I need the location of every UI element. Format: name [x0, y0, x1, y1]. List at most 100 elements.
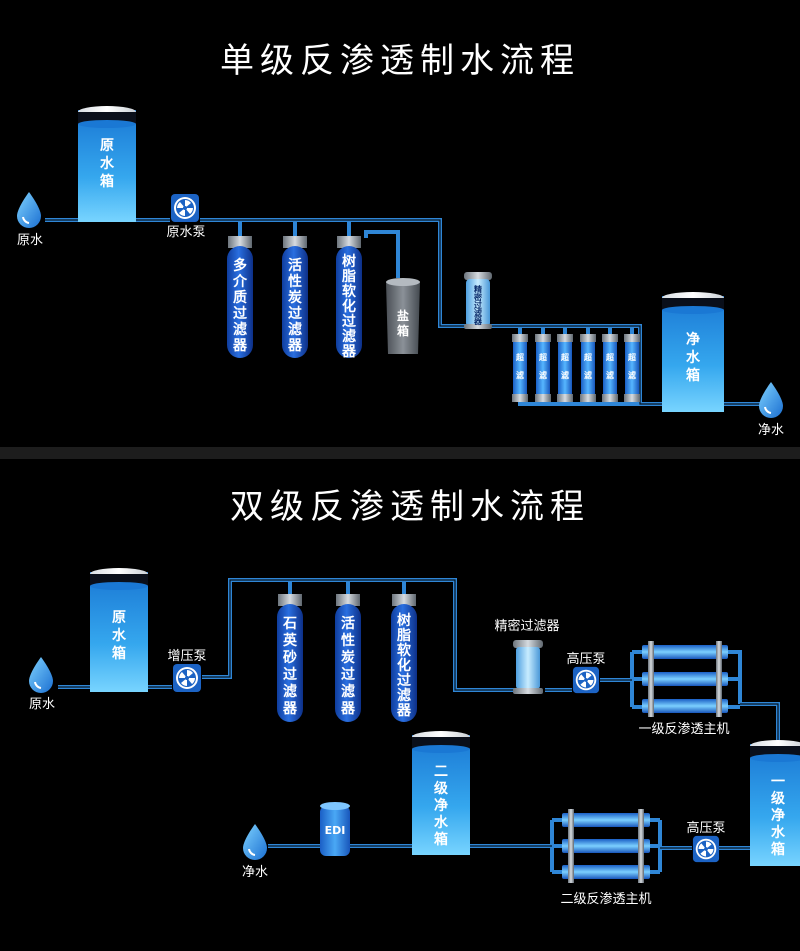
salt-char: 箱: [397, 323, 409, 338]
filter-char: 滤: [341, 683, 355, 700]
filter-char: 器: [232, 338, 248, 354]
section-divider: [0, 447, 800, 459]
filter-char: 软: [342, 283, 357, 300]
filter-char: 器: [341, 344, 357, 360]
tank-char: 水: [686, 349, 701, 366]
double-title: 双级反渗透制水流程: [230, 487, 590, 527]
single-pure-water-label: 净水: [758, 423, 784, 438]
tank-char: 一: [771, 774, 785, 790]
filter-char: 性: [288, 273, 302, 290]
water-drop-icon: [758, 381, 784, 419]
double-precision-filter: 精密过滤器: [494, 618, 560, 694]
filter-char: 器: [282, 701, 298, 717]
uf-char: 滤: [561, 370, 569, 380]
filter-char: 滤: [397, 687, 411, 704]
filter-char: 软: [397, 642, 412, 659]
uf-char: 超: [605, 352, 615, 362]
single-filter-multimedia: 多 介 质 过 滤 器: [227, 236, 253, 358]
tank-char: 净: [771, 807, 785, 824]
pump-icon: [572, 666, 600, 694]
uf-char: 超: [560, 352, 570, 362]
uf-char: 超: [515, 352, 525, 362]
filter-char: 树: [397, 612, 411, 629]
tank-char: 箱: [434, 831, 448, 848]
tank-char: 净: [686, 331, 700, 348]
single-raw-tank: 原 水 箱: [78, 106, 136, 222]
filter-char: 器: [287, 338, 303, 354]
double-edi-unit: EDI: [320, 802, 350, 856]
filter-char: 器: [396, 703, 412, 719]
tank-char: 水: [434, 814, 449, 831]
double-booster-pump: 增压泵: [167, 649, 207, 692]
filter-char: 化: [397, 657, 411, 674]
double-raw-water-drop: 原水: [28, 656, 55, 712]
single-title: 单级反渗透制水流程: [220, 41, 580, 81]
uf-module: 超 滤: [580, 334, 596, 402]
filter-char: 质: [233, 289, 247, 306]
uf-char: 滤: [516, 370, 524, 380]
single-pump-label: 原水泵: [166, 225, 205, 240]
hp-pump-2-label: 高压泵: [686, 820, 725, 836]
filter-char: 过: [288, 305, 302, 322]
tank-char: 箱: [771, 841, 785, 858]
filter-char: 英: [282, 632, 298, 649]
filter-char: 砂: [282, 649, 297, 666]
pf-char: 密: [473, 292, 482, 302]
filter-char: 脂: [341, 268, 356, 285]
ro1-label: 一级反渗透主机: [638, 722, 729, 737]
uf-module: 超 滤: [535, 334, 551, 402]
uf-module: 超 滤: [557, 334, 573, 402]
edi-label: EDI: [325, 824, 346, 837]
filter-char: 化: [342, 298, 356, 315]
single-precision-filter: 精 密 过 滤 器: [464, 272, 492, 329]
uf-char: 超: [538, 352, 548, 362]
filter-char: 过: [397, 672, 411, 689]
double-hp-pump-1: 高压泵: [566, 651, 606, 694]
tank-char: 箱: [112, 645, 126, 662]
pf-char: 过: [474, 300, 482, 310]
filter-char: 过: [283, 666, 297, 683]
booster-pump-label: 增压泵: [167, 649, 206, 664]
double-raw-water-label: 原水: [29, 697, 55, 712]
double-hp-pump-2: 高压泵: [686, 820, 726, 863]
uf-char: 滤: [606, 370, 614, 380]
tank-char: 净: [434, 797, 448, 814]
pump-icon: [173, 664, 201, 692]
filter-char: 滤: [342, 328, 356, 345]
uf-module: 超 滤: [512, 334, 528, 402]
pump-icon: [692, 835, 720, 863]
tank-char: 级: [771, 790, 786, 807]
double-pure-water-label: 净水: [242, 865, 268, 880]
single-raw-pump: 原水泵: [166, 194, 206, 240]
single-filter-resin: 树 脂 软 化 过 滤 器: [336, 236, 362, 360]
pf-char: 器: [473, 317, 483, 326]
uf-char: 滤: [628, 370, 636, 380]
precision-filter-label: 精密过滤器: [494, 618, 559, 634]
filter-char: 活: [288, 257, 302, 274]
filter-char: 过: [342, 313, 356, 330]
single-filter-carbon: 活 性 炭 过 滤 器: [282, 236, 308, 358]
filter-char: 滤: [283, 683, 297, 700]
water-drop-icon: [242, 823, 268, 861]
tank-char: 级: [434, 780, 449, 797]
filter-char: 活: [341, 615, 355, 632]
pump-icon: [171, 194, 199, 222]
tank-char: 水: [771, 824, 786, 841]
double-tank2: 二 级 净 水 箱: [412, 731, 470, 855]
double-filter-resin: 树 脂 软 化 过 滤 器: [391, 594, 417, 722]
filter-char: 介: [232, 273, 248, 290]
uf-module: 超 滤: [624, 334, 640, 402]
filter-char: 过: [233, 305, 247, 322]
filter-char: 性: [341, 632, 355, 649]
filter-char: 过: [341, 666, 355, 683]
tank-char: 箱: [100, 173, 114, 190]
double-raw-tank: 原 水 箱: [90, 568, 148, 692]
uf-module: 超 滤: [602, 334, 618, 402]
tank-char: 二: [434, 764, 448, 780]
single-raw-water-label: 原水: [17, 233, 43, 248]
tank-char: 箱: [686, 367, 700, 384]
salt-char: 盐: [397, 308, 409, 323]
pf-char: 滤: [474, 308, 482, 318]
filter-char: 炭: [341, 649, 355, 666]
